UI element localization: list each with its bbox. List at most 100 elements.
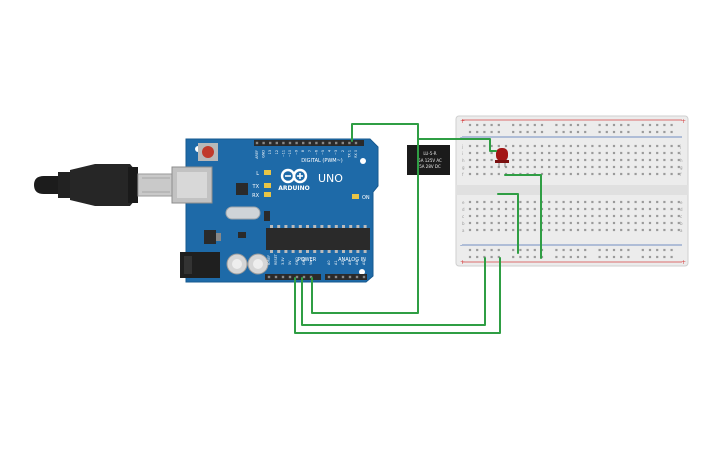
breadboard-hole[interactable] <box>670 228 673 232</box>
breadboard-hole[interactable] <box>533 130 536 134</box>
breadboard-hole[interactable] <box>656 158 659 162</box>
breadboard-hole[interactable] <box>526 228 529 232</box>
breadboard-hole[interactable] <box>562 214 565 218</box>
breadboard-hole[interactable] <box>512 200 515 204</box>
breadboard-hole[interactable] <box>490 151 493 155</box>
breadboard-hole[interactable] <box>598 151 601 155</box>
breadboard-hole[interactable] <box>641 144 644 148</box>
breadboard-hole[interactable] <box>648 172 652 176</box>
breadboard-hole[interactable] <box>663 130 666 134</box>
breadboard-hole[interactable] <box>648 221 652 225</box>
breadboard-hole[interactable] <box>548 214 551 218</box>
breadboard-hole[interactable] <box>620 165 623 169</box>
breadboard-hole[interactable] <box>576 172 580 176</box>
breadboard-hole[interactable] <box>598 221 601 225</box>
breadboard-hole[interactable] <box>605 158 608 162</box>
breadboard-hole[interactable] <box>591 158 594 162</box>
breadboard-hole[interactable] <box>677 200 680 204</box>
breadboard-hole[interactable] <box>591 207 594 211</box>
digital-pin-hole[interactable] <box>321 141 325 145</box>
breadboard-hole[interactable] <box>591 165 594 169</box>
breadboard-hole[interactable] <box>490 207 493 211</box>
breadboard-hole[interactable] <box>490 165 493 169</box>
breadboard-hole[interactable] <box>497 172 500 176</box>
breadboard-hole[interactable] <box>497 200 500 204</box>
breadboard-hole[interactable] <box>663 172 666 176</box>
breadboard-hole[interactable] <box>504 200 508 204</box>
breadboard-hole[interactable] <box>548 151 551 155</box>
breadboard-hole[interactable] <box>641 200 644 204</box>
breadboard-hole[interactable] <box>584 123 587 127</box>
breadboard-hole[interactable] <box>483 228 486 232</box>
breadboard-hole[interactable] <box>663 214 666 218</box>
breadboard-hole[interactable] <box>634 214 637 218</box>
breadboard-hole[interactable] <box>569 255 572 259</box>
digital-pin-hole[interactable] <box>308 141 311 145</box>
breadboard-hole[interactable] <box>656 248 659 252</box>
breadboard-hole[interactable] <box>533 165 536 169</box>
breadboard-hole[interactable] <box>497 144 500 148</box>
breadboard-hole[interactable] <box>627 172 630 176</box>
breadboard-hole[interactable] <box>677 207 680 211</box>
breadboard-hole[interactable] <box>555 248 558 252</box>
wire-pin-to-relay[interactable] <box>351 123 419 314</box>
breadboard-hole[interactable] <box>526 214 529 218</box>
breadboard-hole[interactable] <box>663 248 666 252</box>
breadboard-hole[interactable] <box>598 165 601 169</box>
breadboard-hole[interactable] <box>584 158 587 162</box>
power-pin-hole[interactable] <box>281 275 285 279</box>
breadboard-hole[interactable] <box>612 151 616 155</box>
breadboard-hole[interactable] <box>641 123 644 127</box>
breadboard-hole[interactable] <box>512 144 515 148</box>
breadboard-hole[interactable] <box>634 158 637 162</box>
breadboard-hole[interactable] <box>627 165 630 169</box>
breadboard-hole[interactable] <box>468 123 472 127</box>
breadboard-hole[interactable] <box>504 214 508 218</box>
breadboard-hole[interactable] <box>468 221 472 225</box>
breadboard-hole[interactable] <box>656 123 659 127</box>
breadboard-hole[interactable] <box>468 255 472 259</box>
breadboard-hole[interactable] <box>504 165 508 169</box>
breadboard-hole[interactable] <box>612 248 616 252</box>
breadboard-hole[interactable] <box>620 221 623 225</box>
breadboard-hole[interactable] <box>656 255 659 259</box>
breadboard-hole[interactable] <box>569 158 572 162</box>
breadboard-hole[interactable] <box>540 123 544 127</box>
digital-pin-hole[interactable] <box>302 141 305 145</box>
breadboard-hole[interactable] <box>562 200 565 204</box>
breadboard-hole[interactable] <box>641 130 644 134</box>
breadboard-hole[interactable] <box>519 144 522 148</box>
breadboard-hole[interactable] <box>555 172 558 176</box>
power-pin-hole[interactable] <box>288 275 292 279</box>
breadboard-hole[interactable] <box>504 221 508 225</box>
breadboard-hole[interactable] <box>648 255 652 259</box>
power-pin-hole[interactable] <box>274 275 278 279</box>
breadboard-hole[interactable] <box>533 255 536 259</box>
breadboard-hole[interactable] <box>490 123 493 127</box>
breadboard-hole[interactable] <box>476 151 479 155</box>
breadboard-hole[interactable] <box>648 248 652 252</box>
breadboard-hole[interactable] <box>540 144 544 148</box>
breadboard-hole[interactable] <box>562 165 565 169</box>
digital-pin-hole[interactable] <box>295 141 298 145</box>
reset-button[interactable] <box>202 146 214 158</box>
breadboard-hole[interactable] <box>584 207 587 211</box>
breadboard-hole[interactable] <box>677 214 680 218</box>
breadboard-hole[interactable] <box>620 214 623 218</box>
breadboard-hole[interactable] <box>591 214 594 218</box>
breadboard-hole[interactable] <box>670 165 673 169</box>
breadboard-hole[interactable] <box>591 172 594 176</box>
breadboard-hole[interactable] <box>620 158 623 162</box>
breadboard-hole[interactable] <box>548 172 551 176</box>
wire-relay-to-led[interactable] <box>417 138 497 152</box>
breadboard-hole[interactable] <box>476 228 479 232</box>
breadboard-hole[interactable] <box>663 151 666 155</box>
breadboard-hole[interactable] <box>562 151 565 155</box>
breadboard-hole[interactable] <box>620 123 623 127</box>
breadboard-hole[interactable] <box>519 221 522 225</box>
breadboard-hole[interactable] <box>584 172 587 176</box>
breadboard-hole[interactable] <box>648 165 652 169</box>
breadboard-hole[interactable] <box>627 158 630 162</box>
breadboard-hole[interactable] <box>634 151 637 155</box>
